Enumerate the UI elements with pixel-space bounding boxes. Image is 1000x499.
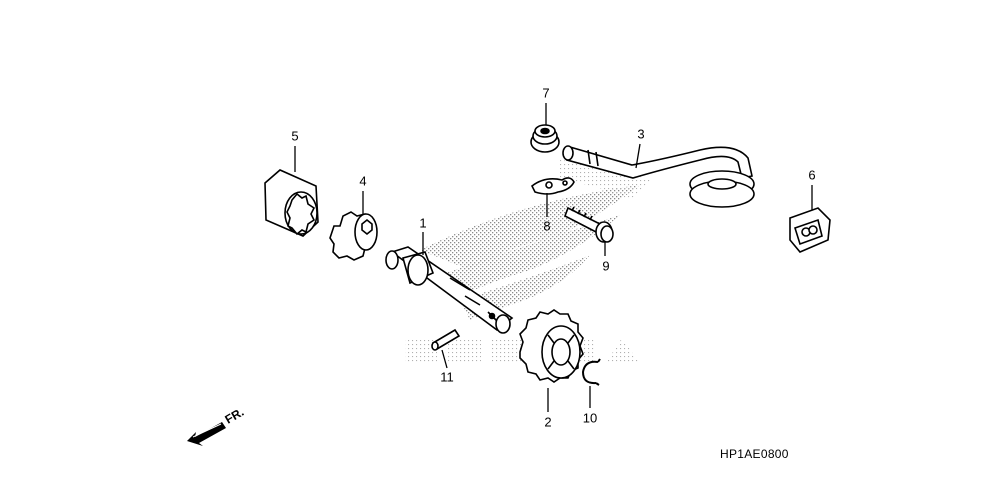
callout-11: 11	[440, 369, 454, 385]
callout-2: 2	[544, 414, 552, 430]
inner-rotor-icon	[329, 211, 378, 261]
snap-ring-icon	[581, 358, 601, 386]
callout-8: 8	[543, 218, 551, 234]
front-indicator-label: FR.	[223, 405, 247, 427]
setting-plate-icon	[530, 177, 575, 195]
pump-shaft-icon	[385, 246, 514, 334]
diagram-code: HP1AE0800	[720, 447, 789, 461]
background-wing-watermark	[420, 160, 650, 320]
drive-gear-icon	[519, 309, 584, 383]
oil-strainer-pipe-icon	[562, 145, 755, 208]
callout-5: 5	[291, 128, 299, 144]
callout-10: 10	[582, 410, 598, 426]
callout-4: 4	[359, 173, 367, 189]
outer-rotor-icon	[264, 169, 319, 237]
dowel-pin-icon	[431, 328, 461, 351]
front-direction-arrow-icon: FR.	[187, 405, 246, 446]
callout-9: 9	[602, 258, 610, 274]
leader-lines	[294, 103, 813, 412]
rubber-mount-icon	[789, 207, 831, 253]
callout-7: 7	[542, 85, 550, 101]
callout-6: 6	[808, 167, 816, 183]
grommet-icon	[530, 124, 560, 153]
callout-1: 1	[419, 215, 427, 231]
callout-3: 3	[637, 126, 645, 142]
flange-bolt-icon	[564, 206, 614, 243]
